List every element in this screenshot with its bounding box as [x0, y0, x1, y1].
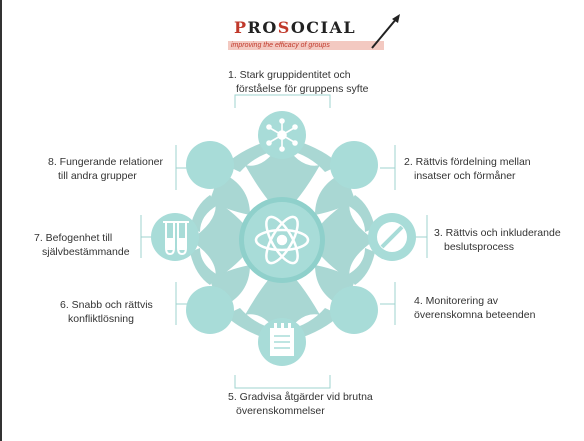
bracket-4 — [380, 282, 396, 325]
principle-6-line1: 6. Snabb och rättvis — [60, 299, 153, 311]
principle-2-line1: 2. Rättvis fördelning mellan — [404, 156, 531, 168]
node-2 — [330, 141, 378, 189]
principle-8-line1: 8. Fungerande relationer — [48, 156, 163, 168]
logo-letters-ro: RO — [247, 18, 278, 37]
principle-2-line2: insatser och förmåner — [414, 170, 516, 182]
principle-1-line2: förståelse för gruppens syfte — [236, 83, 369, 95]
principle-7-line1: 7. Befogenhet till — [34, 232, 113, 244]
logo-letter-s: S — [277, 18, 291, 37]
notepad-icon — [270, 323, 294, 356]
principle-5-line1: 5. Gradvisa åtgärder vid brutna — [228, 391, 373, 403]
principle-4-line2: överenskomna beteenden — [414, 309, 536, 321]
logo-title: PROSOCIAL — [234, 18, 356, 37]
bracket-2 — [380, 145, 396, 190]
principle-5-line2: överenskommelser — [236, 405, 325, 417]
no-sign-icon — [377, 222, 407, 252]
test-tubes-icon — [163, 221, 189, 256]
network-icon — [266, 118, 298, 152]
principle-3-line1: 3. Rättvis och inkluderande — [434, 227, 561, 239]
principle-7-line2: självbestämmande — [42, 246, 130, 258]
node-4 — [330, 286, 378, 334]
principle-6-line2: konfliktlösning — [68, 313, 134, 325]
principle-1-label: 1. Stark gruppidentitet och förståelse f… — [228, 68, 369, 96]
prosocial-logo: PROSOCIAL improving the efficacy of grou… — [222, 14, 402, 54]
principle-3-label: 3. Rättvis och inkluderande beslutsproce… — [434, 226, 561, 254]
principle-1-line1: 1. Stark gruppidentitet och — [228, 69, 351, 81]
principle-6-label: 6. Snabb och rättvis konfliktlösning — [60, 298, 153, 326]
logo-letter-p: P — [234, 18, 248, 37]
node-8 — [186, 141, 234, 189]
principle-4-label: 4. Monitorering av överenskomna beteende… — [404, 294, 535, 322]
principle-3-line2: beslutsprocess — [444, 241, 515, 253]
bracket-1 — [234, 94, 331, 108]
bracket-5 — [234, 375, 331, 389]
principle-4-line1: 4. Monitorering av — [414, 295, 499, 307]
atom-icon — [254, 215, 310, 265]
logo-arrow-icon — [371, 14, 400, 49]
logo-letters-ocial: OCIAL — [290, 18, 357, 37]
principle-8-label: 8. Fungerande relationer till andra grup… — [48, 155, 163, 183]
node-6 — [186, 286, 234, 334]
bracket-3 — [414, 215, 428, 258]
principle-7-label: 7. Befogenhet till självbestämmande — [34, 231, 130, 259]
principle-2-label: 2. Rättvis fördelning mellan insatser oc… — [404, 155, 531, 183]
principle-8-line2: till andra grupper — [58, 170, 137, 182]
logo-subtitle: improving the efficacy of groups — [228, 41, 384, 50]
principle-5-label: 5. Gradvisa åtgärder vid brutna överensk… — [228, 390, 373, 418]
